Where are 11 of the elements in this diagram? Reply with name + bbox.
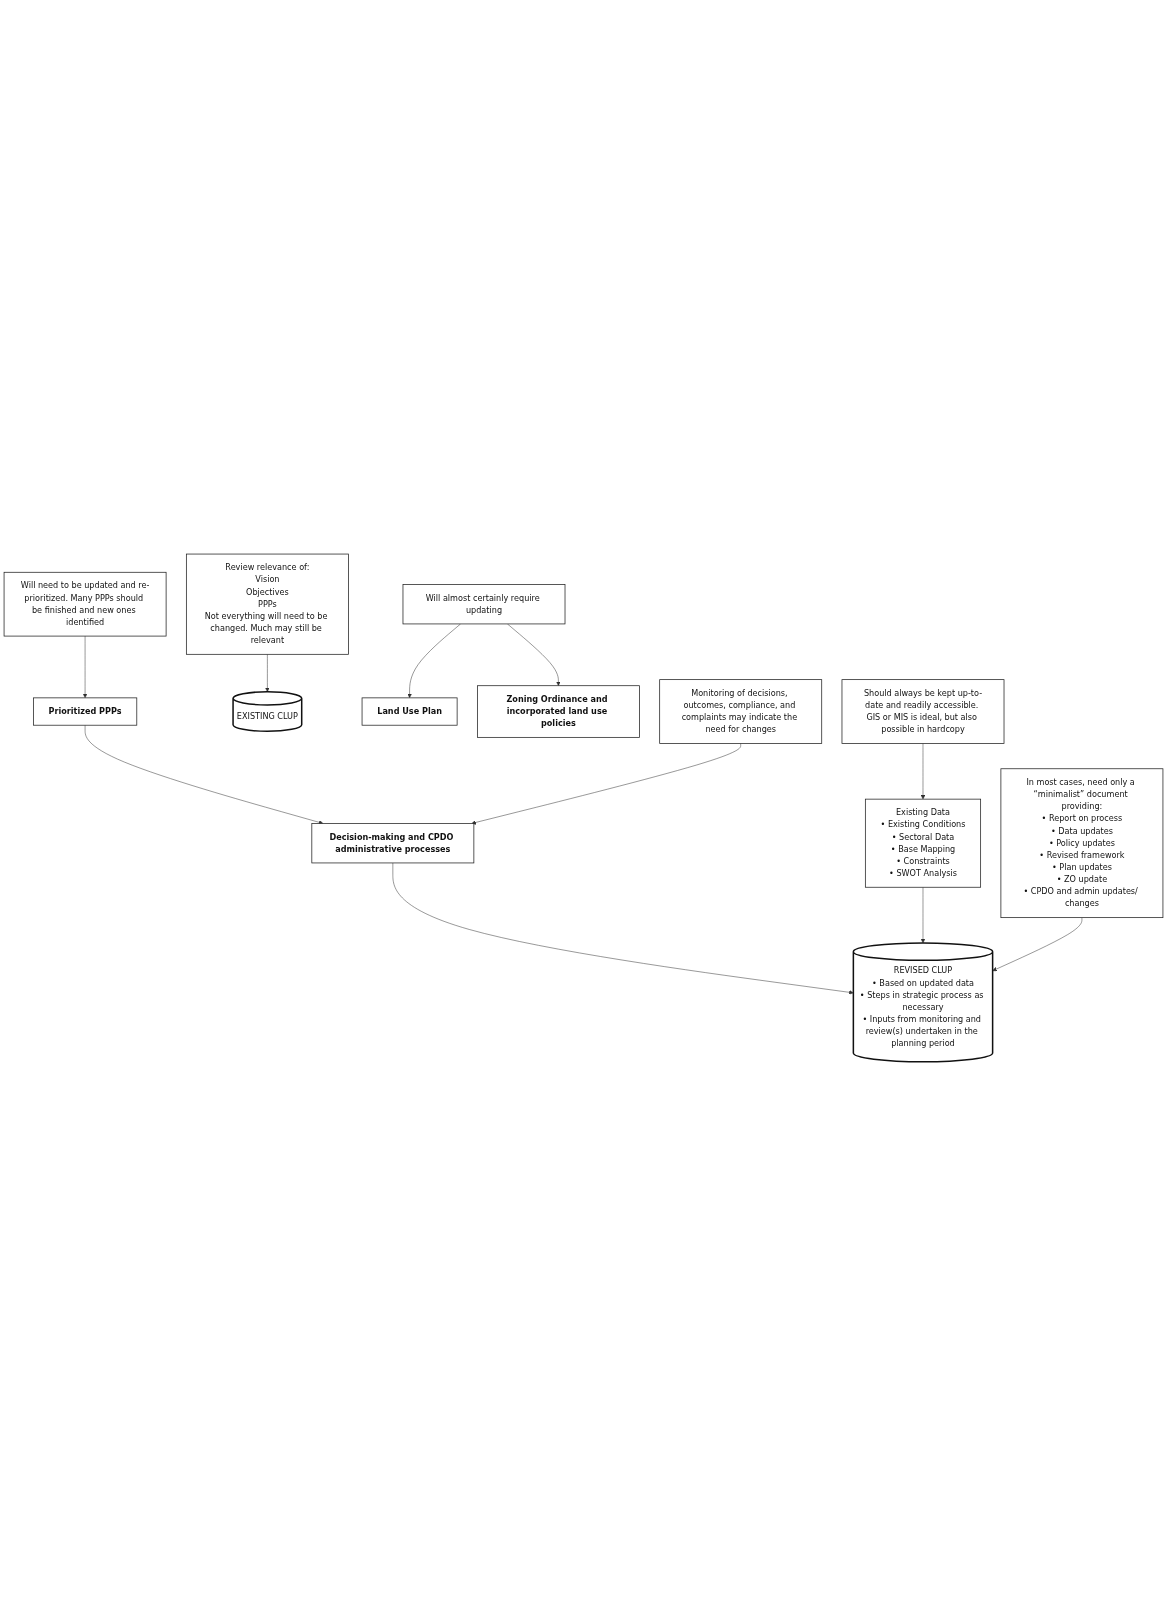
node-box: Will need to be updated and re-prioritized. Many PPPs should be finished and new ones identified — [3, 571, 167, 637]
node-box: Will almost certainly require updating — [402, 583, 566, 624]
node-box: Review relevance of: Vision Objectives PPPs Not everything will need to be changed. Much may still be relevant — [186, 553, 349, 655]
node-box: Prioritized PPPs — [33, 697, 138, 726]
node-box: Land Use Plan — [361, 697, 458, 726]
node-box: Zoning Ordinance and incorporated land use policies — [477, 684, 640, 738]
node-box: Monitoring of decisions, outcomes, compliance, and complaints may indicate the need for changes — [659, 678, 823, 744]
node-box: In most cases, need only a “minimalist” document providing: • Report on process • Data updates • Policy updates • Revised framework • Plan updates • ZO update • CPDO and admin updates/ changes — [1000, 768, 1164, 918]
node-box: Should always be kept up-to-date and readily accessible. GIS or MIS is ideal, but also possible in hardcopy — [841, 678, 1005, 744]
node-box: Existing Data • Existing Conditions • Sectoral Data • Base Mapping • Constraints • SWOT Analysis — [864, 798, 981, 888]
node-box: Decision-making and CPDO administrative processes — [311, 822, 475, 863]
